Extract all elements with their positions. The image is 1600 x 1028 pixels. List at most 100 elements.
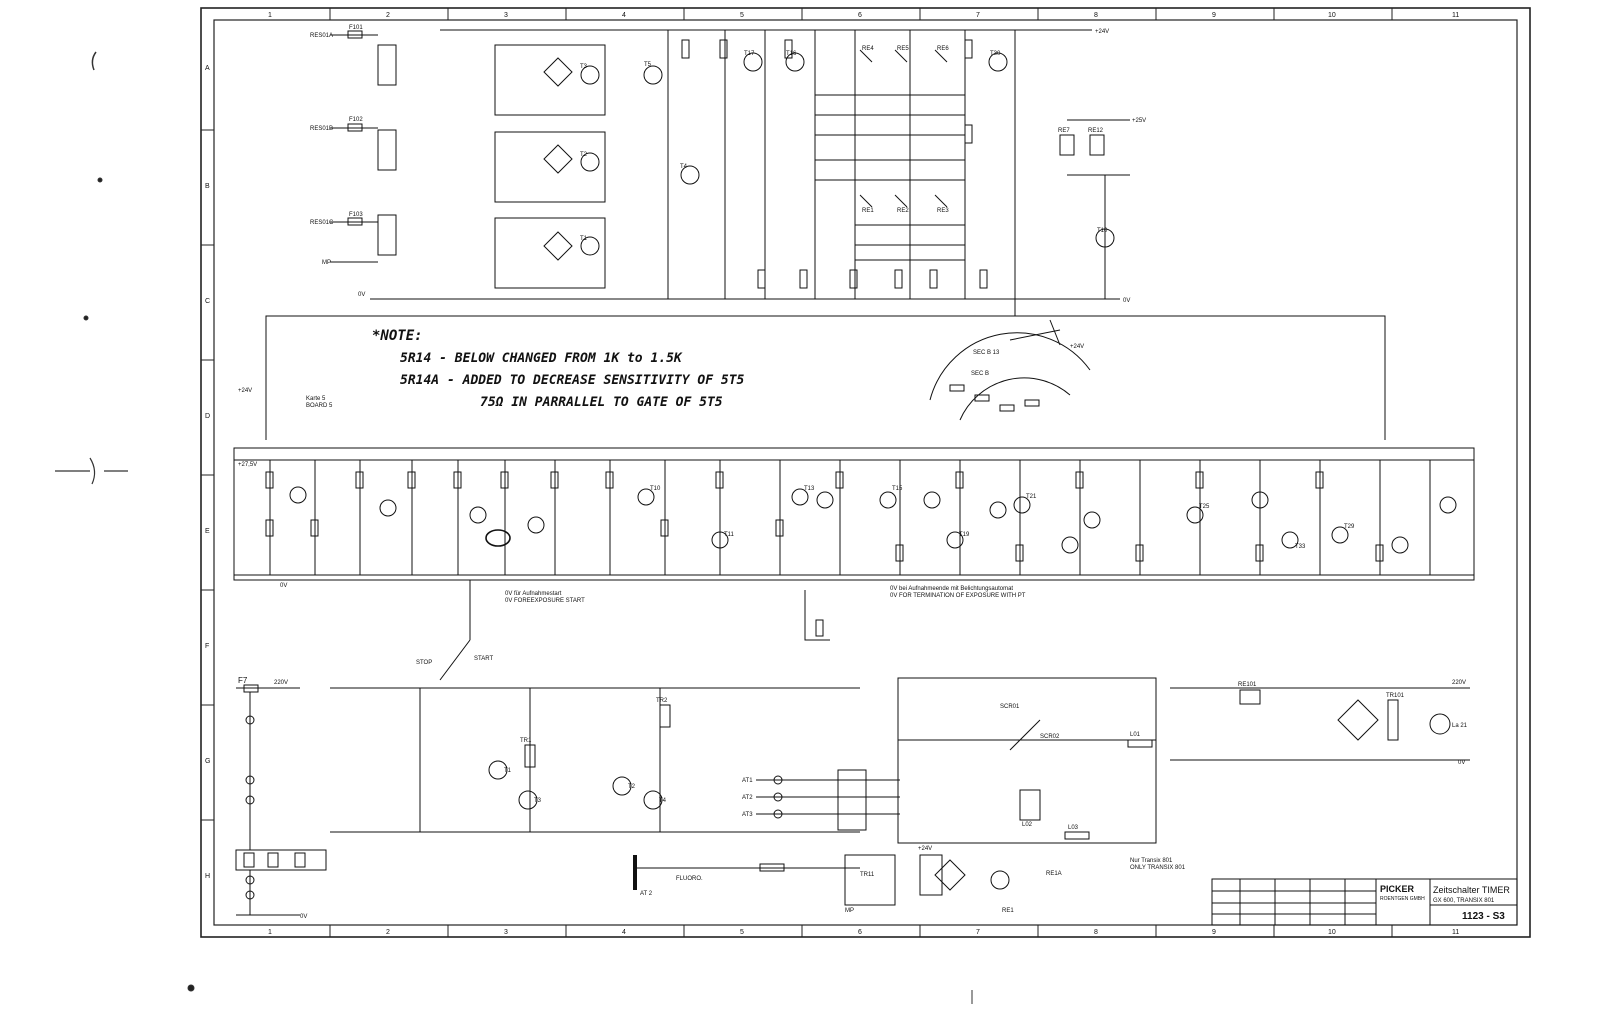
label-t21-board: T21: [1026, 494, 1037, 500]
zone-top-1: 1: [268, 12, 272, 19]
label-tr1: TR1: [520, 738, 532, 744]
zone-bottom-2: 2: [386, 929, 390, 936]
label-re6: RE6: [937, 46, 949, 52]
zone-top-7: 7: [976, 12, 980, 19]
label-t4-bottom: T4: [659, 798, 667, 804]
title-main: Zeitschalter TIMER: [1433, 885, 1510, 895]
note-line-3: 75Ω IN PARRALLEL TO GATE OF 5T5: [480, 395, 723, 410]
label-fluoro: FLUORO.: [676, 876, 703, 882]
note-line-1: 5R14 - BELOW CHANGED FROM 1K to 1.5K: [400, 351, 683, 366]
label-plus24-left: +24V: [238, 388, 252, 394]
zone-left-g: G: [205, 758, 210, 765]
zone-top-11: 11: [1452, 12, 1459, 19]
zone-top-6: 6: [858, 12, 862, 19]
label-t10-top: T10: [1097, 228, 1108, 234]
label-0v-left-bottom: 0V: [300, 914, 307, 920]
label-t17-top: T17: [744, 51, 755, 57]
label-res01c: RES01C: [310, 220, 334, 226]
label-t1-top: T1: [580, 236, 588, 242]
inner-border: [213, 19, 1518, 926]
zone-top-5: 5: [740, 12, 744, 19]
label-tr101: TR101: [1386, 693, 1405, 699]
label-mp-bottom: MP: [845, 908, 854, 914]
label-re1a: RE1A: [1046, 871, 1062, 877]
zone-bottom-6: 6: [858, 929, 862, 936]
label-plus24-selector: +24V: [1070, 344, 1084, 350]
zone-top-9: 9: [1212, 12, 1216, 19]
zone-left-d: D: [205, 413, 210, 420]
label-stop: STOP: [416, 660, 432, 666]
handwritten-note: *NOTE: 5R14 - BELOW CHANGED FROM 1K to 1…: [372, 328, 745, 410]
zone-bottom-4: 4: [622, 929, 626, 936]
zone-top-8: 8: [1094, 12, 1098, 19]
label-t33-board: T33: [1295, 544, 1306, 550]
label-0v-board: 0V: [280, 583, 287, 589]
label-at2-bottom: AT 2: [640, 891, 653, 897]
rotary-selector: [929, 319, 1091, 421]
label-t2-bottom: T2: [628, 784, 636, 790]
label-at1: AT1: [742, 778, 753, 784]
zone-left-b: B: [205, 183, 210, 190]
label-t13-board: T13: [804, 486, 815, 492]
title-block: [1211, 878, 1518, 926]
label-f103: F103: [349, 212, 363, 218]
timer-board: [233, 447, 1475, 681]
label-nur-transix: Nur Transix 801: [1130, 858, 1173, 864]
zone-bottom-3: 3: [504, 929, 508, 936]
label-t16-top: T16: [786, 51, 797, 57]
zone-top-2: 2: [386, 12, 390, 19]
label-t19-board: T19: [959, 532, 970, 538]
bottom-power-section: [235, 677, 1470, 916]
label-f102: F102: [349, 117, 363, 123]
title-drawing-number: 1123 - S3: [1462, 911, 1505, 922]
note-heading: *NOTE:: [372, 328, 423, 344]
label-re2-top: RE2: [897, 208, 909, 214]
label-t4-top: T4: [680, 164, 688, 170]
label-res01b: RES01B: [310, 126, 333, 132]
label-plus27: +27,5V: [238, 462, 257, 468]
top-power-section: [330, 29, 1130, 300]
label-re1-top: RE1: [862, 208, 874, 214]
title-company: PICKER: [1380, 884, 1415, 894]
label-plus24-bottom: +24V: [918, 846, 932, 852]
label-t29-board: T29: [1344, 524, 1355, 530]
label-t10-board: T10: [650, 486, 661, 492]
label-l03: L03: [1068, 825, 1079, 831]
label-0v-foreexposure: 0V FOREEXPOSURE START: [505, 598, 585, 604]
label-la21: La 21: [1452, 723, 1468, 729]
label-t3-bottom: T3: [534, 798, 542, 804]
label-l02: L02: [1022, 822, 1033, 828]
label-sec-b13: SEC B 13: [973, 350, 1000, 356]
label-tr11: TR11: [860, 872, 875, 878]
zone-top-10: 10: [1328, 12, 1336, 19]
label-at3: AT3: [742, 812, 753, 818]
label-start: START: [474, 656, 493, 662]
zone-left-e: E: [205, 528, 210, 535]
label-plus24-top: +24V: [1095, 29, 1109, 35]
title-company-sub: ROENTGEN GMBH: [1380, 896, 1425, 902]
zone-bottom-11: 11: [1452, 929, 1459, 936]
zone-bottom-1: 1: [268, 929, 272, 936]
label-re3-top: RE3: [937, 208, 949, 214]
note-line-2: 5R14A - ADDED TO DECREASE SENSITIVITY OF…: [400, 373, 745, 388]
label-0v-right-bottom: 0V: [1458, 760, 1465, 766]
zone-left-f: F: [205, 643, 209, 650]
label-tr2: TR2: [656, 698, 668, 704]
title-subtitle: GX 600, TRANSIX 801: [1433, 898, 1495, 904]
label-re5: RE5: [897, 46, 909, 52]
label-scr02: SCR02: [1040, 734, 1060, 740]
label-re4: RE4: [862, 46, 874, 52]
label-l01: L01: [1130, 732, 1141, 738]
label-re1-bottom: RE1: [1002, 908, 1014, 914]
label-mp-top: MP: [322, 260, 331, 266]
label-t30-top: T30: [990, 51, 1001, 57]
label-t1-bottom: T1: [504, 768, 512, 774]
label-0v-top-right: 0V: [1123, 298, 1130, 304]
label-0v-termination: 0V FOR TERMINATION OF EXPOSURE WITH PT: [890, 593, 1026, 599]
zone-top-3: 3: [504, 12, 508, 19]
label-f101: F101: [349, 25, 363, 31]
label-res01a: RES01A: [310, 33, 333, 39]
zone-left-a: A: [205, 65, 210, 72]
label-re7: RE7: [1058, 128, 1070, 134]
